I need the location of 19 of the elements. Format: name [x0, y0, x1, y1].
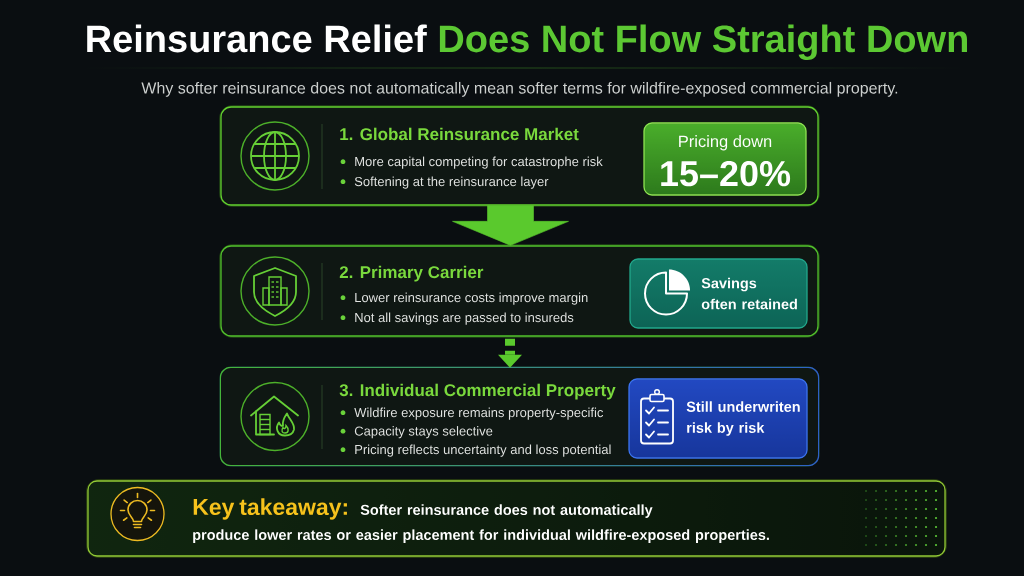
- block-arrow: [452, 205, 569, 246]
- panel-heading: 3. Individual Commercial Property: [339, 383, 616, 400]
- takeaway-text: Key takeaway: Softer reinsurance does not automatically produce lower rates or easier placement for individual wildfire-exposed properties.: [193, 498, 769, 543]
- bullet-text: Softening at the reinsurance layer: [354, 176, 549, 189]
- dashed-arrow: [498, 338, 522, 368]
- bullet-text: Wildfire exposure remains property-specific: [354, 407, 604, 420]
- title: Reinsurance Relief Does Not Flow Straight Down: [87, 24, 967, 61]
- badge-value: 15–20%: [661, 160, 791, 187]
- panel-heading: 1. Global Reinsurance Market: [340, 127, 579, 141]
- badge-text: Still underwriten risk by risk: [686, 401, 800, 436]
- panel-heading: 2. Primary Carrier: [339, 265, 484, 282]
- bullet-text: Lower reinsurance costs improve margin: [355, 292, 588, 305]
- bullet-text: Not all savings are passed to insureds: [355, 312, 574, 325]
- subtitle: Why softer reinsurance does not automatically mean softer terms for wildfire-exposed commercial property.: [141, 81, 898, 97]
- badge-caption: Pricing down: [679, 135, 772, 151]
- bullet-text: Capacity stays selective: [354, 426, 493, 439]
- bullet-text: Pricing reflects uncertainty and loss potential: [355, 444, 611, 457]
- bullet-text: More capital competing for catastrophe risk: [355, 156, 603, 169]
- badge-text: Savings often retained: [701, 277, 797, 310]
